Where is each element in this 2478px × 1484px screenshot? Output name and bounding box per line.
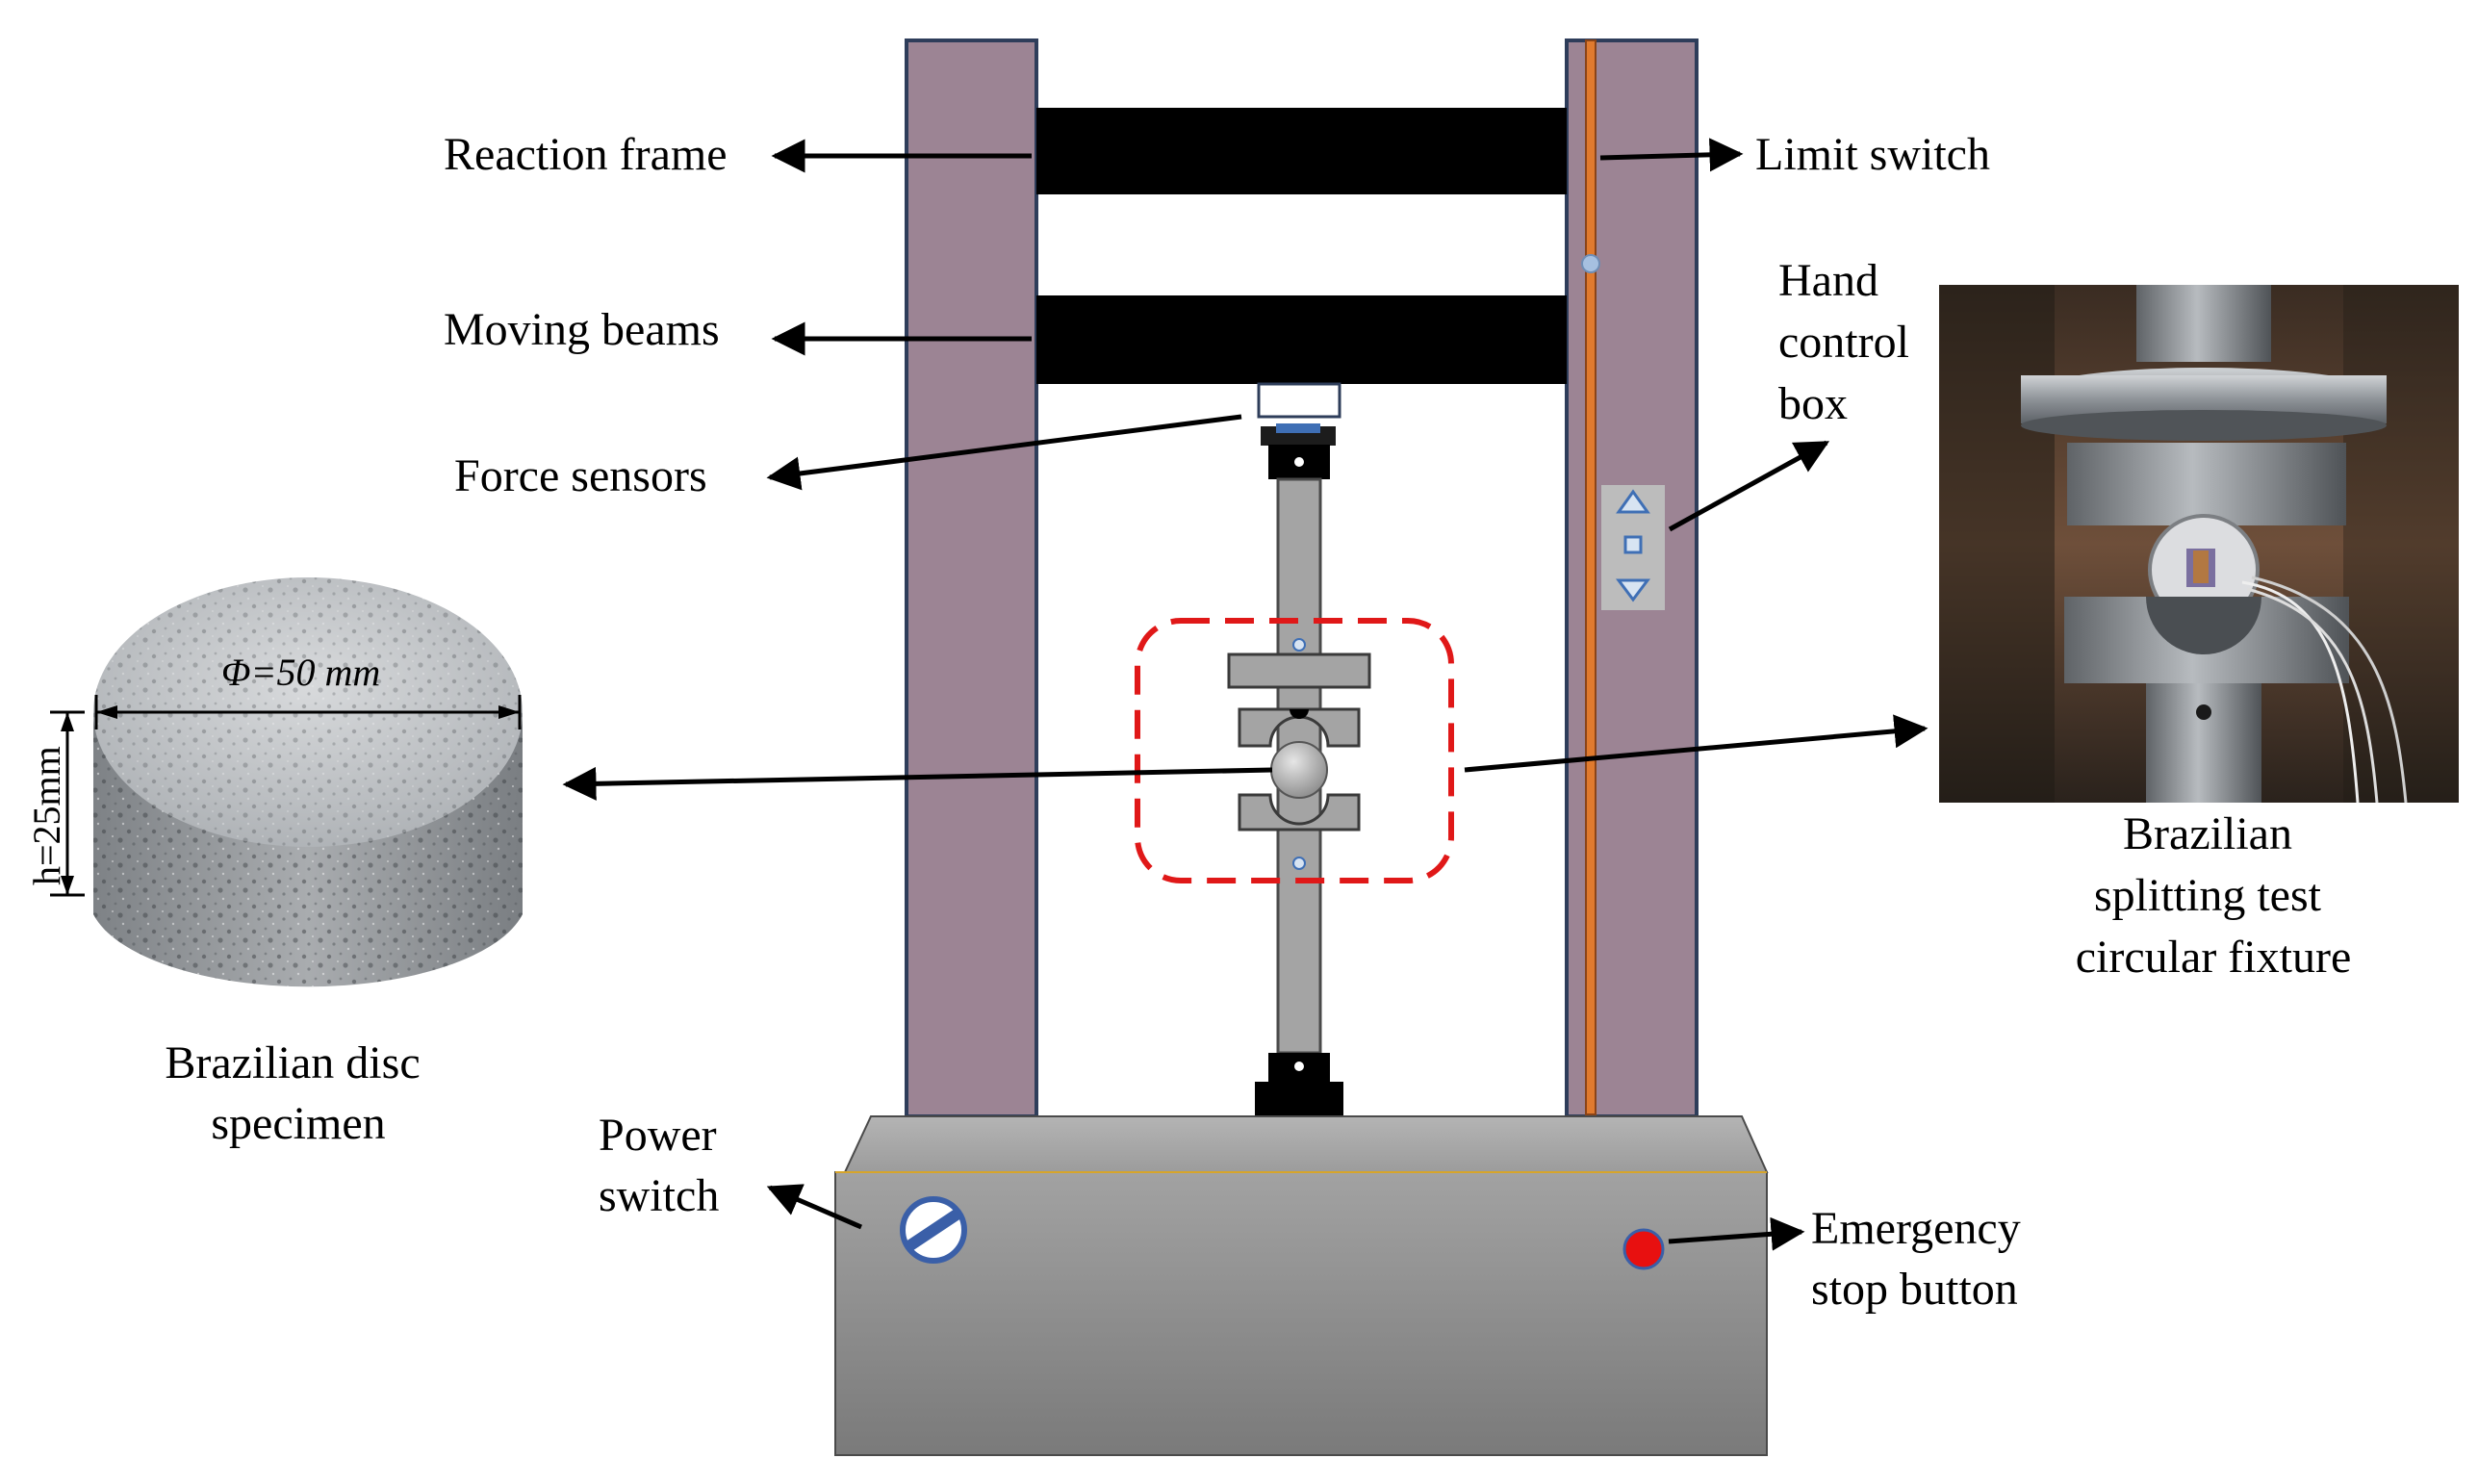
limit-switch-stopper — [1581, 254, 1600, 273]
label-diameter: Φ=50 mm — [221, 651, 380, 694]
arrow-force-sensors — [766, 414, 1242, 491]
arrow-limit-switch — [1599, 138, 1744, 172]
disc-specimen-image — [93, 577, 523, 987]
stop-square-icon — [1623, 535, 1643, 554]
fixture-photo — [1939, 285, 2459, 804]
reaction-frame-beam — [1036, 108, 1567, 194]
fixture-highlight-box — [1135, 618, 1454, 883]
arrow-to-disc — [562, 766, 1273, 801]
label-emergency-stop: Emergency stop button — [1811, 1203, 2032, 1315]
lower-jaw — [1238, 793, 1361, 832]
down-triangle-icon — [1616, 578, 1650, 602]
label-height: h=25mm — [25, 746, 68, 885]
limit-switch-rod — [1585, 39, 1597, 1115]
upper-platen — [1227, 652, 1371, 689]
arrow-hand-control-box — [1668, 440, 1830, 532]
label-power-switch: Power switch — [599, 1110, 728, 1221]
power-switch — [900, 1196, 967, 1264]
up-triangle-icon — [1616, 489, 1650, 514]
left-column — [905, 38, 1038, 1118]
label-moving-beams: Moving beams — [444, 304, 720, 355]
label-hand-control-box: Hand control box — [1778, 255, 1921, 429]
arrow-emergency-stop — [1668, 1216, 1805, 1251]
label-reaction-frame: Reaction frame — [444, 129, 728, 180]
machine-base — [834, 1115, 1769, 1456]
label-limit-switch: Limit switch — [1755, 129, 1990, 180]
hand-control-box — [1601, 485, 1665, 610]
moving-beam — [1036, 295, 1567, 384]
arrow-to-fixture-photo — [1464, 714, 1929, 773]
emergency-stop-button — [1622, 1228, 1665, 1270]
specimen-disc — [1270, 741, 1328, 799]
label-force-sensors: Force sensors — [454, 450, 707, 501]
arrow-power-switch — [766, 1184, 862, 1230]
label-disc-specimen: Brazilian disc specimen — [165, 1037, 431, 1149]
label-fixture: Brazilian splitting test circular fixtur… — [2076, 808, 2352, 983]
force-sensor — [1257, 382, 1341, 419]
